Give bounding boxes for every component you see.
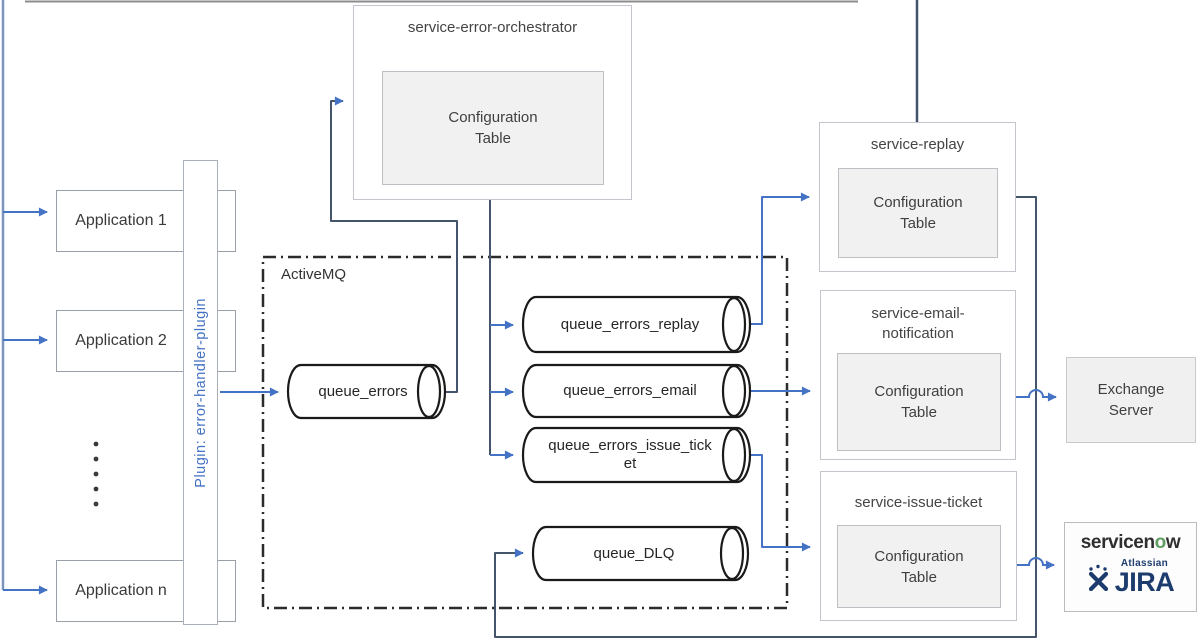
servicenow-text-2: w: [1165, 532, 1181, 553]
connector-service-replay-to-queue-dlq: [494, 196, 1037, 638]
service-email-notification-title: service-email-notification: [821, 304, 1015, 344]
exchange-server-box: Exchange Server: [1066, 357, 1196, 443]
service-replay-configuration-table: Configuration Table: [838, 168, 998, 258]
activemq-dashed-border: [261, 255, 789, 610]
servicenow-text-1: servicen: [1080, 532, 1155, 553]
service-issue-ticket-configuration-table: Configuration Table: [837, 525, 1001, 608]
configuration-table-label: Configuration Table: [874, 383, 964, 421]
queue-dlq-label: queue_DLQ: [593, 544, 675, 562]
queue-errors-label: queue_errors: [318, 382, 408, 400]
service-replay-box: service-replay Configuration Table: [819, 122, 1016, 272]
error-handler-plugin-label: Plugin: error-handler-plugin: [192, 297, 209, 488]
atlassian-jira-logo: Atlassian JIRA: [1065, 558, 1196, 597]
application-n-label: Application n: [75, 582, 167, 599]
queue-errors-issue-ticket-label: queue_errors_issue_tick et: [525, 428, 735, 482]
service-replay-title: service-replay: [870, 136, 965, 153]
connector-queue-errors-to-orchestrator: [330, 96, 458, 393]
service-email-notification-box: service-email-notification Configuration…: [820, 290, 1016, 460]
servicenow-logo: servicenow: [1065, 532, 1196, 554]
arrow-ticket-queue-to-service-issue-ticket: [750, 454, 811, 552]
jira-label: JIRA: [1114, 567, 1175, 597]
queue-errors-issue-ticket-line2: et: [623, 455, 637, 472]
service-email-notification-title-text: service-email-notification: [871, 305, 965, 342]
queue-errors-email-cylinder: [521, 363, 752, 419]
application-2-label: Application 2: [75, 332, 167, 349]
service-email-configuration-table: Configuration Table: [837, 353, 1001, 451]
servicenow-jira-box: servicenow Atlassian JIRA: [1064, 522, 1197, 612]
configuration-table-label: Configuration Table: [873, 194, 963, 232]
queue-errors-replay-cylinder: [521, 295, 752, 354]
service-issue-ticket-title: service-issue-ticket: [854, 494, 983, 511]
service-error-orchestrator-box: service-error-orchestrator Configuration…: [353, 5, 632, 200]
arrow-service-issue-ticket-to-jira: [1000, 557, 1055, 570]
application-1-label: Application 1: [75, 212, 167, 229]
service-issue-ticket-box: service-issue-ticket Configuration Table: [820, 471, 1017, 621]
configuration-table-label: Configuration Table: [874, 547, 964, 586]
configuration-table-label: Configuration Table: [448, 109, 538, 147]
queue-errors-replay-label: queue_errors_replay: [560, 315, 700, 333]
activemq-label: ActiveMQ: [281, 266, 347, 283]
jira-x-icon: [1088, 564, 1108, 591]
ellipsis-dots: [93, 441, 99, 507]
exchange-server-label: Exchange Server: [1097, 381, 1165, 419]
queue-dlq-cylinder: [531, 525, 750, 582]
orchestrator-configuration-table: Configuration Table: [382, 71, 604, 185]
servicenow-text-green-o: o: [1154, 532, 1167, 553]
queue-errors-issue-ticket-line1: queue_errors_issue_tick: [548, 437, 712, 454]
arrow-service-email-to-exchange: [1000, 389, 1057, 402]
queue-errors-email-label: queue_errors_email: [563, 382, 697, 399]
arrow-replay-queue-to-service-replay: [750, 192, 810, 325]
error-handler-plugin-box: Plugin: error-handler-plugin: [183, 160, 218, 625]
atlassian-label: Atlassian: [1120, 558, 1169, 569]
queue-errors-issue-ticket-cylinder: [521, 426, 752, 484]
service-error-orchestrator-title: service-error-orchestrator: [407, 19, 578, 36]
queue-errors-cylinder: [286, 363, 447, 420]
